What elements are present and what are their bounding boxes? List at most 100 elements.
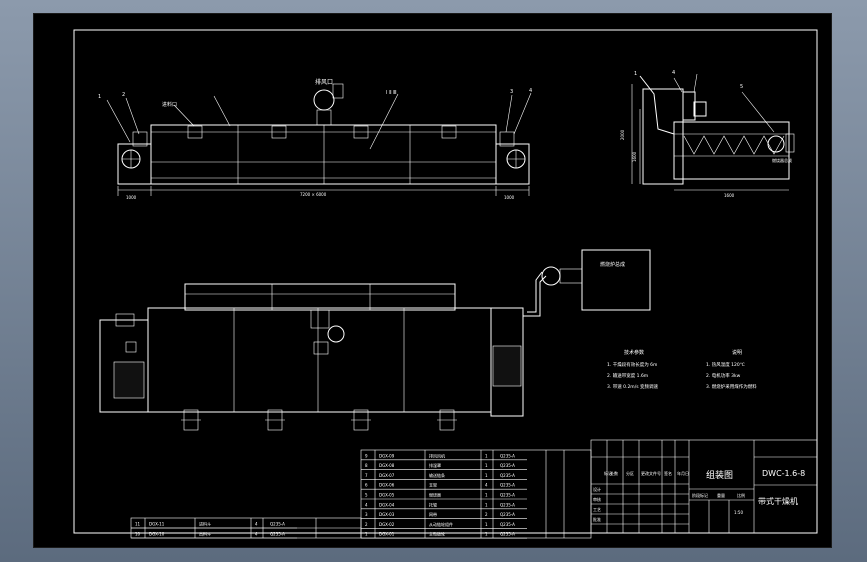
table-cell: 9 [365, 453, 368, 458]
table-cell: Q235-A [500, 463, 515, 468]
plan-body [147, 307, 492, 413]
product-name: 带式干燥机 [758, 496, 798, 506]
left-hopper [99, 319, 149, 413]
dimension-text: 2000 [620, 129, 625, 140]
dimension-text: 1000 [504, 195, 515, 200]
table-cell: 托辊 [429, 501, 437, 507]
table-cell: 3 [365, 512, 368, 517]
note-line: 3. 燃烧炉采用煤作为燃料 [706, 383, 757, 390]
table-cell: 1 [365, 532, 368, 537]
table-cell: Q235-A [500, 483, 515, 488]
heater-duct [523, 275, 547, 317]
table-cell: 11 [135, 522, 141, 527]
table-cell: 8 [365, 463, 368, 468]
table-cell: 4 [485, 483, 488, 488]
table-cell: 5 [365, 493, 368, 498]
table-cell: 1 [485, 493, 488, 498]
table-cell: 6 [365, 483, 368, 488]
callout-label: 5 [740, 84, 743, 90]
side-dryer-body [673, 121, 790, 180]
belt-hatching [683, 135, 785, 155]
title-header-cell: 更改文件号 [641, 470, 661, 476]
table-cell: 4 [365, 502, 368, 507]
table-cell: DGX-02 [379, 522, 395, 527]
table-cell: 主动链轮 [429, 531, 445, 537]
table-cell: 排风风机 [429, 452, 445, 458]
table-cell: Q235-A [270, 532, 285, 537]
mesh-pattern [113, 361, 145, 399]
table-cell: 支架 [429, 482, 437, 488]
exhaust-fan [313, 89, 335, 111]
fan-label: 排风口 [315, 78, 333, 86]
table-cell: 从动链轮组件 [429, 521, 453, 527]
table-cell: DGX-05 [379, 493, 395, 498]
table-cell: Q235-A [500, 473, 515, 478]
title-block: 标记 处数 分区 更改文件号 签名 年月日 设计 审核 工艺 批准 组装图 DW… [590, 439, 818, 534]
table-cell: Q235-A [500, 522, 515, 527]
title-role-cell: 批准 [593, 516, 601, 522]
title-header-cell: 年月日 [677, 470, 689, 476]
heater-box [581, 249, 651, 311]
title-header-cell: 签名 [664, 470, 672, 476]
heater-box-label: 燃烧炉总成 [600, 261, 625, 268]
dryer-body [150, 124, 497, 185]
inspection-window [441, 125, 457, 139]
title-role-cell: 审核 [593, 496, 601, 502]
duct-pipe [639, 75, 675, 135]
table-cell: DGX-10 [149, 532, 165, 537]
left-drive-head [117, 143, 152, 185]
cad-viewport[interactable]: 1 2 3 4 排风口 进料口 Ⅰ Ⅱ Ⅲ 1000 7200 × 6000 1… [33, 13, 832, 548]
table-cell: 2 [485, 512, 488, 517]
dimension-text: 1600 [632, 151, 637, 162]
table-cell: Q235-A [500, 453, 515, 458]
table-cell: Q235-A [500, 532, 515, 537]
table-cell: Q235-A [500, 493, 515, 498]
callout-label: 1 [634, 71, 637, 77]
side-view: 1 4 5 燃烧器总成 2000 1600 1600 [620, 70, 795, 198]
inspection-window [187, 125, 203, 139]
elevation-view: 1 2 3 4 排风口 进料口 Ⅰ Ⅱ Ⅲ 1000 7200 × 6000 1… [98, 78, 532, 200]
side-housing [642, 88, 684, 185]
note-line: 3. 带速 0.2m/s 变频调速 [607, 383, 658, 390]
table-cell: Q235-A [500, 502, 515, 507]
inspection-window [353, 125, 369, 139]
table-cell: 输送链条 [429, 472, 445, 478]
drawing-code: DWC-1.6-8 [762, 469, 805, 478]
table-cell: 1 [485, 502, 488, 507]
notes-title: 技术参数 [624, 349, 644, 356]
table-cell: 1 [485, 473, 488, 478]
callout-label: 4 [672, 70, 675, 76]
table-cell: 7 [365, 473, 368, 478]
fan-circle [327, 325, 345, 343]
top-duct [184, 283, 456, 311]
inlet-label: 进料口 [162, 101, 177, 108]
burner-label: 燃烧器总成 [772, 157, 792, 163]
inspection-window [271, 125, 287, 139]
mesh-pattern [492, 345, 522, 387]
table-cell: 1 [485, 463, 488, 468]
table-cell: 出料斗 [199, 531, 211, 537]
scale-value: 1:50 [734, 510, 743, 515]
note-line: 2. 电机功率 3kw [706, 372, 741, 379]
title-header-cell: 分区 [626, 470, 634, 476]
table-cell: 10 [135, 532, 141, 537]
title-meta-cell: 比例 [737, 492, 745, 498]
table-cell: 排湿罩 [429, 462, 441, 468]
dimension-text: 1600 [724, 193, 735, 198]
table-cell: 4 [255, 522, 258, 527]
table-cell: DGX-03 [379, 512, 395, 517]
callout-label: 4 [529, 88, 532, 94]
table-cell: 进料斗 [199, 521, 211, 527]
table-cell: Q235-A [270, 522, 285, 527]
dimension-text: 1000 [126, 195, 137, 200]
drawing-name: 组装图 [706, 469, 733, 481]
table-cell: DGX-06 [379, 483, 395, 488]
table-cell: DGX-08 [379, 463, 395, 468]
plan-view: 燃烧炉总成 [99, 249, 651, 431]
table-cell: DGX-11 [149, 522, 165, 527]
table-cell: DGX-04 [379, 502, 395, 507]
note-line: 2. 输送带宽度 1.6m [607, 372, 648, 379]
title-role-cell: 设计 [593, 486, 601, 492]
table-cell: Q235-A [500, 512, 515, 517]
title-meta-cell: 重量 [717, 492, 725, 498]
